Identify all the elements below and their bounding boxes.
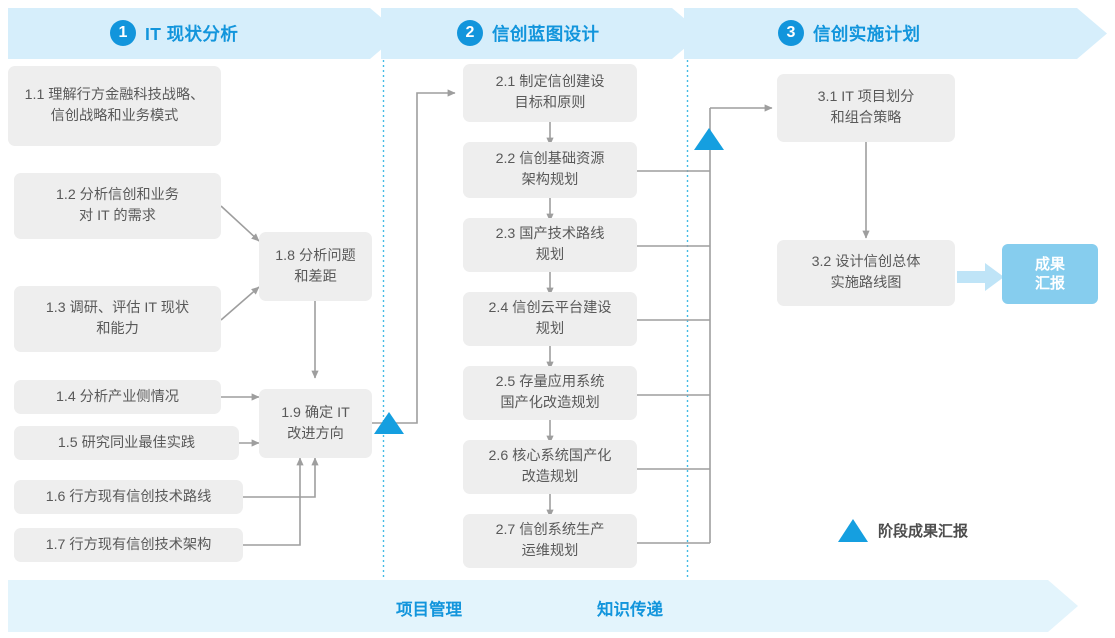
node-1-1[interactable]: 1.1 理解行方金融科技战略、 信创战略和业务模式	[8, 66, 221, 146]
node-1-9[interactable]: 1.9 确定 IT 改进方向	[259, 389, 372, 458]
node-2-6[interactable]: 2.6 核心系统国产化 改造规划	[463, 440, 637, 494]
node-1-2[interactable]: 1.2 分析信创和业务 对 IT 的需求	[14, 173, 221, 239]
node-2-4[interactable]: 2.4 信创云平台建设 规划	[463, 292, 637, 346]
phase-banner-1[interactable]	[8, 8, 400, 59]
node-3-1[interactable]: 3.1 IT 项目划分 和组合策略	[777, 74, 955, 142]
node-2-1[interactable]: 2.1 制定信创建设 目标和原则	[463, 64, 637, 122]
node-1-4[interactable]: 1.4 分析产业侧情况	[14, 380, 221, 414]
node-2-5[interactable]: 2.5 存量应用系统 国产化改造规划	[463, 366, 637, 420]
node-1-7[interactable]: 1.7 行方现有信创技术架构	[14, 528, 243, 562]
phase-number-1: 1	[110, 20, 136, 46]
node-2-2[interactable]: 2.2 信创基础资源 架构规划	[463, 142, 637, 198]
milestone-triangle-icon	[838, 519, 868, 542]
phase-title-3: 信创实施计划	[813, 23, 921, 44]
node-1-6[interactable]: 1.6 行方现有信创技术路线	[14, 480, 243, 514]
node-2-3[interactable]: 2.3 国产技术路线 规划	[463, 218, 637, 272]
legend-label: 阶段成果汇报	[878, 523, 969, 540]
node-2-7[interactable]: 2.7 信创系统生产 运维规划	[463, 514, 637, 568]
phase-header-2[interactable]: 2 信创蓝图设计	[457, 16, 599, 50]
phase-number-2: 2	[457, 20, 483, 46]
result-chip[interactable]: 成果 汇报	[1002, 244, 1098, 304]
phase-banner-2[interactable]	[381, 8, 702, 59]
phase-header-3[interactable]: 3 信创实施计划	[778, 16, 920, 50]
phase-title-2: 信创蓝图设计	[492, 23, 600, 44]
phase-number-3: 3	[778, 20, 804, 46]
legend: 阶段成果汇报	[838, 519, 968, 542]
node-1-8[interactable]: 1.8 分析问题 和差距	[259, 232, 372, 301]
bottom-bar[interactable]	[8, 580, 1078, 632]
node-3-2[interactable]: 3.2 设计信创总体 实施路线图	[777, 240, 955, 306]
node-1-5[interactable]: 1.5 研究同业最佳实践	[14, 426, 239, 460]
node-1-3[interactable]: 1.3 调研、评估 IT 现状 和能力	[14, 286, 221, 352]
bottom-bar-label-project-management[interactable]: 项目管理	[396, 601, 462, 619]
phase-header-1[interactable]: 1 IT 现状分析	[110, 16, 238, 50]
bottom-bar-label-knowledge-transfer[interactable]: 知识传递	[597, 601, 663, 619]
phase-title-1: IT 现状分析	[145, 23, 239, 44]
